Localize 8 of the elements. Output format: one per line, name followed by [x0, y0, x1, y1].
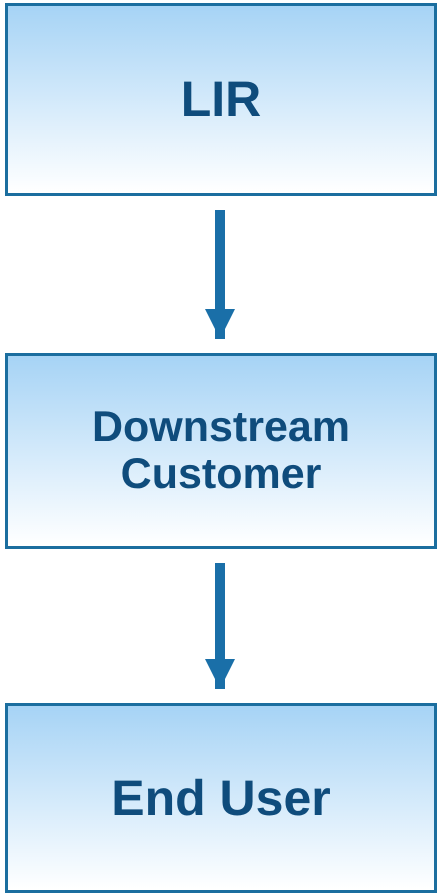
process-box [5, 353, 437, 549]
arrow [205, 210, 235, 339]
box-label: LIR [180, 72, 262, 127]
box-label: Downstream Customer [90, 404, 352, 498]
process-box [5, 703, 437, 893]
box-label: End User [111, 770, 331, 826]
arrow [205, 563, 235, 689]
process-box [5, 3, 437, 196]
